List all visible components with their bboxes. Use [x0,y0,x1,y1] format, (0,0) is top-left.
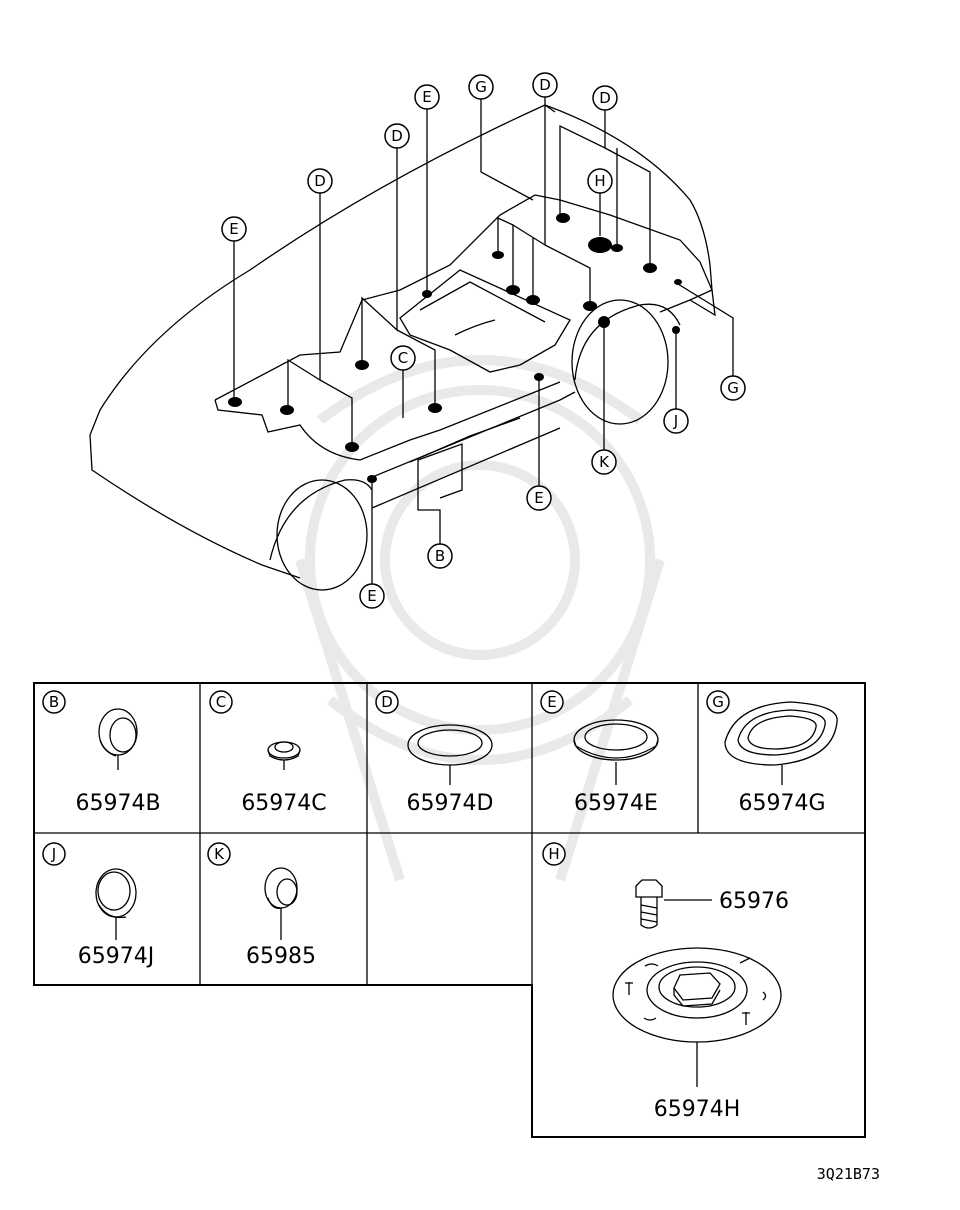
svg-text:J: J [673,412,678,430]
car-body-illustration [89,104,716,591]
diagram-code: 3Q21B73 [817,1165,880,1183]
svg-text:D: D [391,127,403,145]
svg-text:E: E [547,693,556,711]
svg-text:C: C [216,693,226,711]
grommet-e-icon [573,719,659,785]
cell-j-label: J [42,842,66,866]
part-number-d: 65974D [407,791,494,816]
part-number-h: 65974H [654,1097,741,1122]
callout-e-bottom: E [359,583,385,609]
callout-b-diagram: B [427,543,453,569]
part-number-c: 65974C [241,791,326,816]
callout-j-diagram: J [663,408,689,434]
svg-text:E: E [422,88,431,106]
parts-table [33,682,866,1138]
leader-lines [233,97,734,584]
callout-e-right: E [526,485,552,511]
cell-b-label: B [42,690,66,714]
grommet-b-icon [98,708,138,770]
svg-text:B: B [435,547,445,565]
svg-text:H: H [594,172,605,190]
cell-e: E 65974E [540,690,659,816]
svg-text:D: D [539,76,551,94]
part-number-k: 65985 [246,944,316,969]
cell-d-label: D [375,690,399,714]
cell-g: G 65974G [706,690,838,816]
svg-text:H: H [548,845,559,863]
callout-g-top: G [468,74,494,100]
callout-k-diagram: K [591,449,617,475]
svg-text:B: B [49,693,59,711]
callout-h-diagram: H [587,168,613,194]
cell-e-label: E [540,690,564,714]
svg-text:E: E [229,220,238,238]
cell-c-label: C [209,690,233,714]
cell-h: H 65976 65974H [542,842,789,1122]
cell-k: K 65985 [207,842,316,969]
diagram-callouts: E D D E G D D H C G J K E B E [221,72,746,609]
cell-b: B 65974B [42,690,161,816]
floor-holes [228,213,682,483]
callout-e-top: E [414,84,440,110]
cell-g-label: G [706,690,730,714]
callout-c-diagram: C [390,345,416,371]
part-number-b: 65974B [75,791,160,816]
part-number-g: 65974G [738,791,825,816]
callout-d-3: D [532,72,558,98]
svg-text:J: J [51,845,56,863]
svg-text:G: G [727,379,739,397]
callout-d-1: D [307,168,333,194]
svg-text:D: D [381,693,393,711]
part-number-e: 65974E [574,791,658,816]
grommet-j-icon [95,868,137,940]
grommet-g-icon [724,701,838,785]
svg-text:E: E [367,587,376,605]
svg-text:C: C [398,349,408,367]
plate-h-icon [612,947,782,1087]
svg-text:K: K [214,845,225,863]
part-number-j: 65974J [78,944,154,969]
svg-text:G: G [712,693,724,711]
svg-text:D: D [599,89,611,107]
callout-g-right: G [720,375,746,401]
svg-text:G: G [475,78,487,96]
callout-d-4: D [592,85,618,111]
cell-k-label: K [207,842,231,866]
cell-h-label: H [542,842,566,866]
cell-d: D 65974D [375,690,494,816]
grommet-d-icon [407,724,493,785]
plug-k-icon [264,867,298,940]
callout-e-front-left: E [221,216,247,242]
svg-text:D: D [314,172,326,190]
part-number-h-bolt: 65976 [719,889,789,914]
cell-c: C 65974C [209,690,327,816]
plug-c-icon [267,741,301,770]
bolt-icon [635,879,712,929]
cell-j: J 65974J [42,842,154,969]
svg-text:E: E [534,489,543,507]
svg-text:K: K [599,453,610,471]
callout-d-2: D [384,123,410,149]
